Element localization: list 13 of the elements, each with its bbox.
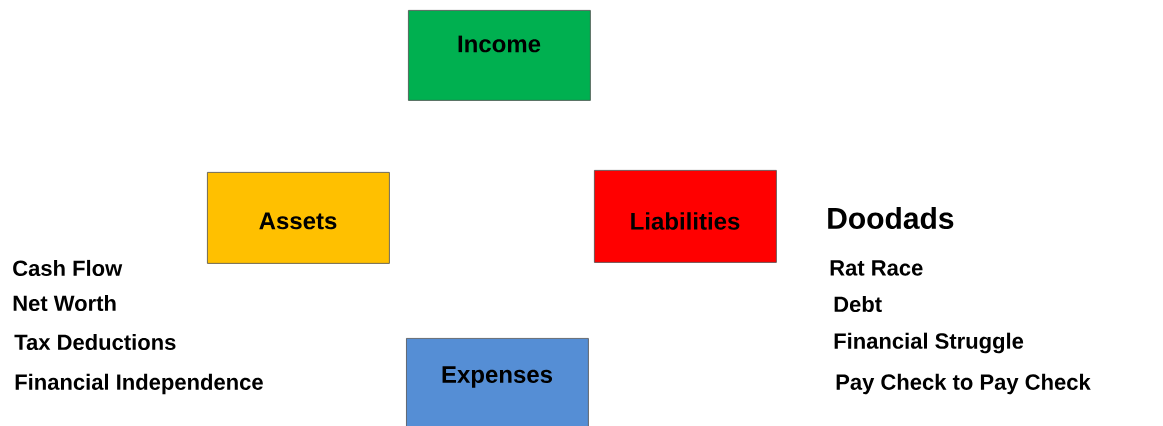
label: Net Worth [13, 294, 116, 312]
label: Rat Race [830, 260, 923, 276]
label: Financial Independence [15, 373, 263, 395]
label: Debt [834, 295, 882, 313]
box: Liabilities [594, 170, 777, 263]
label: Pay Check to Pay Check [836, 373, 1091, 395]
box: Expenses [406, 338, 589, 426]
label: Tax Deductions [14, 333, 176, 351]
box: Assets [207, 172, 390, 264]
label: Cash Flow [13, 259, 123, 277]
box: Income [408, 10, 591, 101]
label: Financial Struggle [834, 332, 1024, 354]
label: Doodads [828, 207, 954, 229]
